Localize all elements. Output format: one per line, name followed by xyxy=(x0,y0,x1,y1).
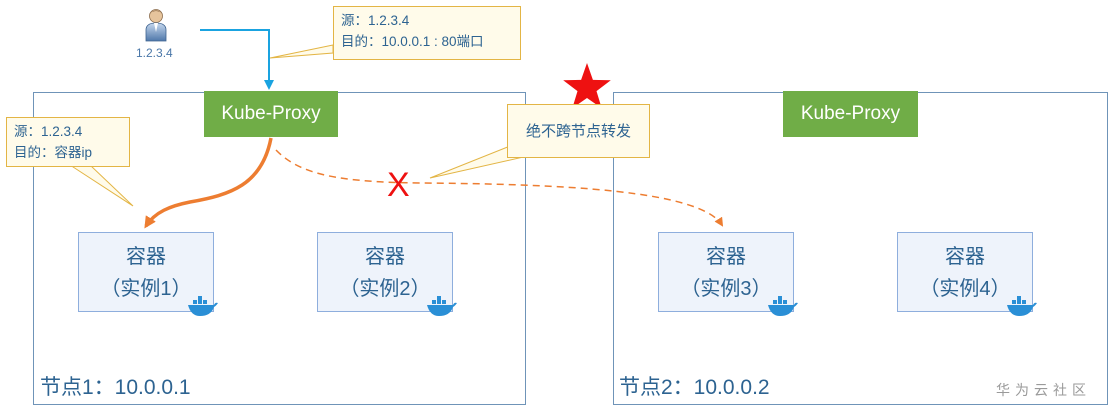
kube-proxy-label-1: Kube-Proxy xyxy=(221,103,321,124)
container-instance-label-3: （实例3） xyxy=(680,278,772,300)
container-instance-2: 容器 （实例2） xyxy=(317,232,453,312)
callout-top: 源：1.2.3.4 目的：10.0.0.1 : 80端口 xyxy=(333,6,521,60)
blocked-x-mark: X xyxy=(387,166,410,204)
container-instance-label-2: （实例2） xyxy=(339,278,431,300)
container-title-2: 容器 xyxy=(365,246,405,268)
watermark: 华为云社区 xyxy=(996,382,1091,398)
container-instance-3: 容器 （实例3） xyxy=(658,232,794,312)
container-title-1: 容器 xyxy=(126,246,166,268)
container-title-4: 容器 xyxy=(945,246,985,268)
kube-proxy-label-2: Kube-Proxy xyxy=(800,103,901,124)
container-instance-label-1: （实例1） xyxy=(100,278,192,300)
user-icon xyxy=(145,9,167,42)
node-2-label: 节点2：10.0.0.2 xyxy=(619,376,770,399)
callout-left-pointer xyxy=(68,164,134,207)
callout-left-line-1: 源：1.2.3.4 xyxy=(14,124,83,139)
container-instance-label-4: （实例4） xyxy=(919,278,1011,300)
forbidden-arrow-instance-3 xyxy=(275,149,724,227)
kube-proxy-node-2: Kube-Proxy xyxy=(783,91,918,137)
docker-whale-icon xyxy=(768,296,798,316)
client-ip: 1.2.3.4 xyxy=(136,46,173,60)
callout-top-line-1: 源：1.2.3.4 xyxy=(341,13,410,28)
client-to-proxy-arrow xyxy=(200,29,274,90)
container-instance-4: 容器 （实例4） xyxy=(897,232,1033,312)
docker-whale-icon xyxy=(188,296,218,316)
callout-top-pointer xyxy=(269,44,334,59)
callout-right-text: 绝不跨节点转发 xyxy=(525,122,631,140)
callout-right: 绝不跨节点转发 xyxy=(507,104,650,158)
callout-left: 源：1.2.3.4 目的：容器ip xyxy=(6,117,130,167)
container-instance-1: 容器 （实例1） xyxy=(78,232,214,312)
container-title-3: 容器 xyxy=(706,246,746,268)
callout-top-line-2: 目的：10.0.0.1 : 80端口 xyxy=(341,34,484,49)
docker-whale-icon xyxy=(427,296,457,316)
docker-whale-icon xyxy=(1007,296,1037,316)
callout-left-line-2: 目的：容器ip xyxy=(14,145,93,160)
node-1-label: 节点1：10.0.0.1 xyxy=(40,376,191,399)
red-star-icon xyxy=(563,63,611,109)
forward-arrow-instance-1 xyxy=(144,137,273,229)
kube-proxy-node-1: Kube-Proxy xyxy=(204,91,338,137)
